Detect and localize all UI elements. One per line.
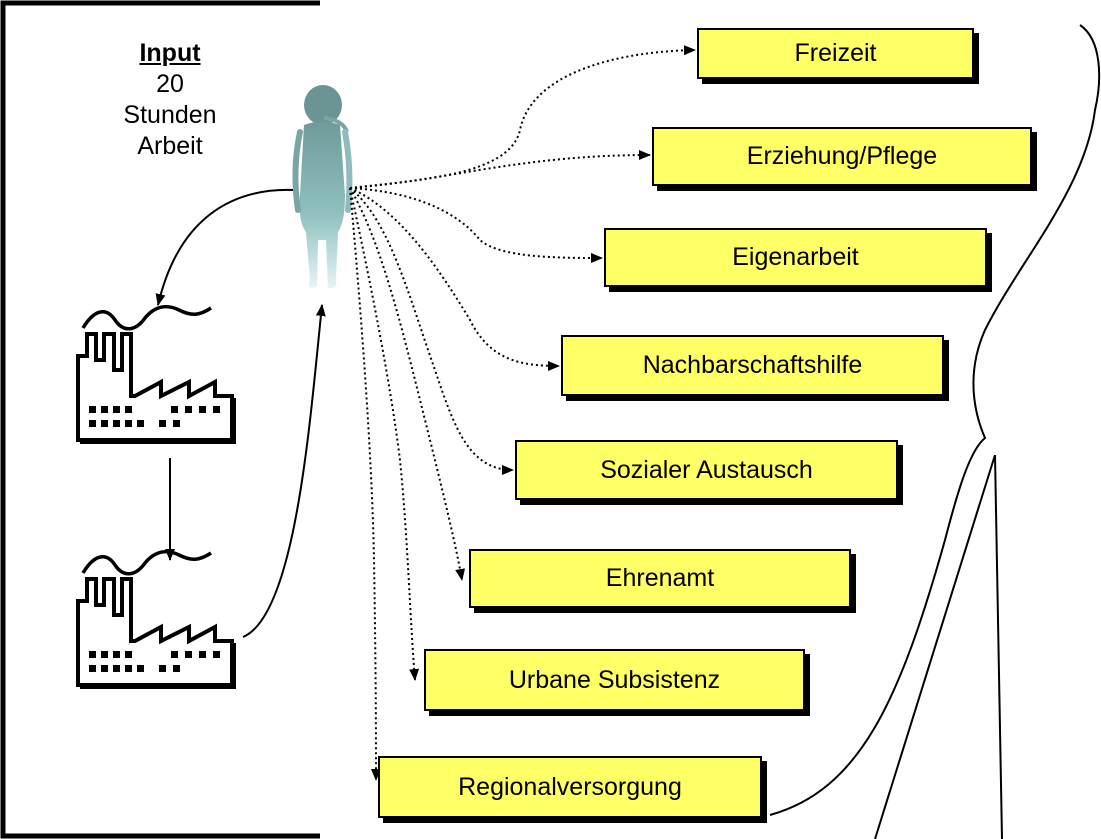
arrow-work-to-factory [155, 188, 294, 306]
brace-line [874, 454, 996, 839]
factory-icon [76, 304, 236, 444]
activity-box-eigenarbeit: Eigenarbeit [604, 228, 987, 287]
activity-box-nachbarschaftshilfe: Nachbarschaftshilfe [561, 335, 944, 396]
brace-line [994, 454, 1003, 839]
activity-arrows [349, 45, 696, 781]
activity-box-ehrenamt: Ehrenamt [469, 549, 851, 608]
input-frame [0, 0, 320, 839]
activity-box-freizeit: Freizeit [697, 28, 974, 79]
factory-icon [76, 549, 236, 689]
activity-box-sozialer-austausch: Sozialer Austausch [515, 440, 898, 500]
activities-brace [769, 24, 1101, 816]
input-hours: 20 [156, 70, 184, 98]
activity-box-erziehung-pflege: Erziehung/Pflege [652, 127, 1032, 186]
activity-box-regionalversorgung: Regionalversorgung [378, 756, 762, 818]
input-unit: Stunden [123, 101, 217, 129]
input-work: Arbeit [137, 132, 203, 160]
person-icon [292, 85, 353, 289]
input-title: Input [139, 39, 201, 67]
arrow-factory-to-person [242, 304, 326, 638]
input-label: Input 20 Stunden Arbeit [60, 38, 280, 162]
activity-box-urbane-subsistenz: Urbane Subsistenz [424, 649, 805, 711]
